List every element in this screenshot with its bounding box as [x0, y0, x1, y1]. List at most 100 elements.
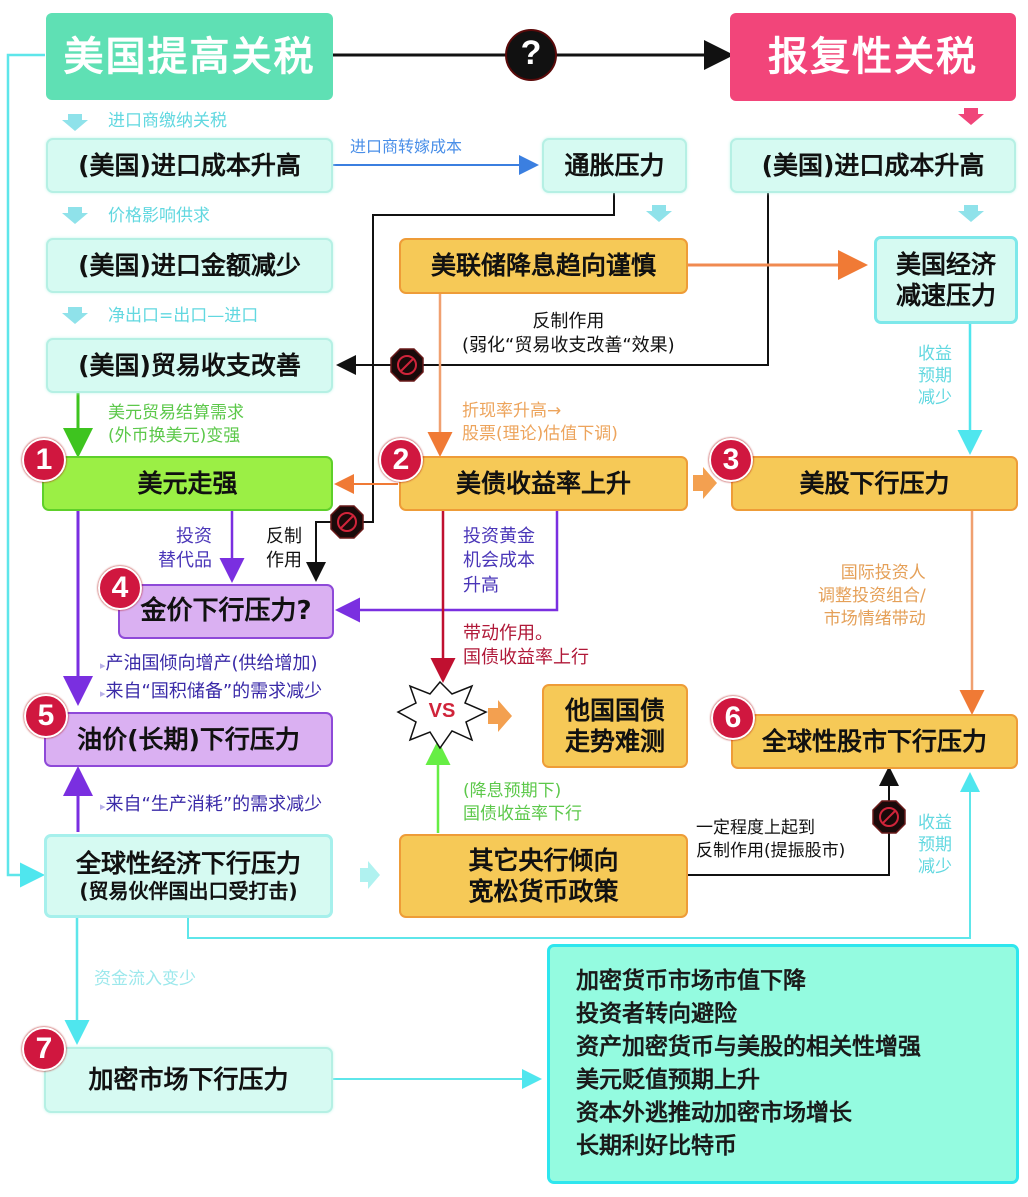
us-slowdown-line2: 减速压力 [895, 281, 996, 310]
label-capital-inflow: 资金流入变少 [94, 969, 196, 989]
label-bond-drive-line2: 国债收益率上行 [463, 647, 589, 669]
summary-item: 资本外逃推动加密市场增长 [576, 1100, 852, 1126]
fed-cautious-box: 美联储降息趋向谨慎 [399, 238, 688, 294]
label-gold-opp-cost: 投资黄金 机会成本 升高 [463, 525, 535, 598]
central-banks-line2: 宽松货币政策 [468, 877, 619, 906]
label-alt-line2: 替代品 [158, 550, 212, 572]
right-import-cost-up-label: (美国)进口成本升高 [761, 150, 985, 180]
label-earnings-expect-2: 收益 预期 减少 [918, 812, 952, 878]
down-arrow-icon [958, 205, 984, 222]
label-price-demand: 价格影响供求 [108, 206, 210, 226]
label-intl-line1: 国际投资人 [840, 563, 926, 583]
label-earnings-line2: 预期 [918, 366, 952, 387]
node-2-box: 美债收益率上升 [399, 456, 688, 511]
label-partial-line2: 反制作用(提振股市) [696, 840, 846, 861]
summary-item: 投资者转向避险 [576, 1001, 737, 1027]
node-7-badge: 7 [22, 1027, 66, 1071]
global-econ-box: 全球性经济下行压力 (贸易伙伴国出口受打击) [44, 834, 333, 918]
label-bond-drive: 带动作用。 国债收益率上行 [463, 622, 589, 671]
left-cyan-line [6, 53, 45, 888]
global-econ-line2: (贸易伙伴国出口受打击) [79, 879, 298, 904]
label-intl-line2: 调整投资组合/ [818, 585, 926, 606]
label-discount-line1: 折现率升高→ [462, 401, 562, 421]
label-importer-pays: 进口商缴纳关税 [108, 111, 227, 131]
node-6-box: 全球性股市下行压力 [731, 714, 1018, 769]
label-gold-counter: 反制 作用 [266, 525, 302, 574]
vs-burst-icon [396, 680, 488, 750]
node-7-label: 加密市场下行压力 [88, 1065, 289, 1095]
node-2-label: 美债收益率上升 [455, 468, 631, 498]
node-1-box: 美元走强 [42, 456, 333, 511]
down-arrow-icon [62, 207, 88, 224]
label-intl-line3: 市场情绪带动 [823, 608, 926, 629]
node-6-badge: 6 [711, 696, 755, 740]
node-5-box: 油价(长期)下行压力 [44, 712, 333, 767]
node-2-badge: 2 [379, 438, 423, 482]
global-to-n6-line [187, 772, 980, 939]
node-1-badge: 1 [22, 438, 66, 482]
us-slowdown-box: 美国经济 减速压力 [874, 236, 1018, 324]
us-tariff-label: 美国提高关税 [63, 33, 316, 80]
node-4-box: 金价下行压力? [118, 584, 334, 639]
down-arrow-icon [62, 307, 88, 324]
other-bonds-line2: 走势难测 [564, 727, 665, 756]
counter-effect-line1: 反制作用 [532, 311, 605, 332]
counter-effect-line2: (弱化“贸易收支改善“效果) [462, 335, 675, 357]
down-block-arrows [62, 114, 984, 324]
label-earn2-line3: 减少 [918, 857, 952, 878]
us-slowdown-line1: 美国经济 [895, 249, 996, 279]
trade-balance-box: (美国)贸易收支改善 [46, 338, 333, 393]
summary-item: 美元贬值预期上升 [576, 1067, 760, 1093]
down-arrow-icon [62, 114, 88, 131]
import-amount-down-box: (美国)进口金额减少 [46, 238, 333, 293]
other-bonds-box: 他国国债 走势难测 [542, 684, 688, 768]
stop-icon [872, 800, 906, 834]
retaliation-counter-line [336, 193, 769, 375]
fed-cautious-label: 美联储降息趋向谨慎 [430, 251, 656, 281]
node-6-label: 全球性股市下行压力 [761, 726, 987, 756]
label-rate-cut: (降息预期下) 国债收益率下行 [463, 780, 582, 826]
label-opp-line2: 机会成本 [463, 550, 535, 572]
label-oil-production-text: 来自“生产消耗”的需求减少 [105, 794, 323, 815]
central-banks-line1: 其它央行倾向 [468, 845, 619, 875]
label-usd-demand-line1: 美元贸易结算需求 [108, 403, 244, 423]
label-opp-line3: 升高 [463, 574, 499, 596]
summary-box: 加密货币市场市值下降 投资者转向避险 资产加密货币与美股的相关性增强 美元贬值预… [547, 944, 1019, 1184]
label-oil-production: ▸来自“生产消耗”的需求减少 [100, 794, 323, 815]
label-opp-line1: 投资黄金 [463, 526, 535, 547]
stop-icon [390, 348, 424, 382]
label-gold-counter-line2: 作用 [266, 550, 302, 572]
n2-to-n4-line [335, 511, 559, 623]
import-cost-up-box: (美国)进口成本升高 [46, 138, 333, 193]
cyan-right-arrow-icon [360, 861, 380, 889]
node-1-label: 美元走强 [137, 468, 238, 498]
label-discount-rate: 折现率升高→ 股票(理论)估值下调) [462, 400, 618, 446]
summary-list: 加密货币市场市值下降 投资者转向避险 资产加密货币与美股的相关性增强 美元贬值预… [576, 965, 921, 1163]
label-usd-demand-line2: (外币换美元)变强 [108, 425, 241, 446]
central-banks-box: 其它央行倾向 宽松货币政策 [399, 834, 688, 918]
label-earnings-line1: 收益 [918, 344, 952, 364]
label-alt-investment: 投资 替代品 [158, 525, 212, 574]
node-3-label: 美股下行压力 [799, 468, 950, 498]
trade-balance-label: (美国)贸易收支改善 [78, 350, 301, 380]
label-oil-reserve-text: 来自“国积储备”的需求减少 [105, 681, 323, 702]
summary-item: 资产加密货币与美股的相关性增强 [576, 1034, 921, 1060]
pink-down-arrow-icon [958, 108, 984, 125]
label-intl-investors: 国际投资人 调整投资组合/ 市场情绪带动 [818, 562, 926, 631]
label-rate-cut-line2: 国债收益率下行 [463, 803, 582, 824]
node-4-badge: 4 [98, 566, 142, 610]
label-earn2-line2: 预期 [918, 835, 952, 856]
stop-icon [330, 505, 364, 539]
question-mark: ? [520, 34, 542, 72]
us-tariff-box: 美国提高关税 [46, 13, 333, 100]
global-econ-line1: 全球性经济下行压力 [75, 848, 301, 878]
label-partial-counter: 一定程度上起到 反制作用(提振股市) [696, 817, 845, 863]
vs-label: VS [428, 700, 456, 722]
label-gold-counter-line1: 反制 [266, 526, 302, 547]
label-earn2-line1: 收益 [918, 813, 952, 833]
label-usd-demand: 美元贸易结算需求 (外币换美元)变强 [108, 402, 244, 448]
retaliatory-tariff-label: 报复性关税 [768, 34, 978, 80]
label-net-export: 净出口=出口—进口 [108, 306, 259, 326]
label-partial-line1: 一定程度上起到 [696, 818, 815, 838]
